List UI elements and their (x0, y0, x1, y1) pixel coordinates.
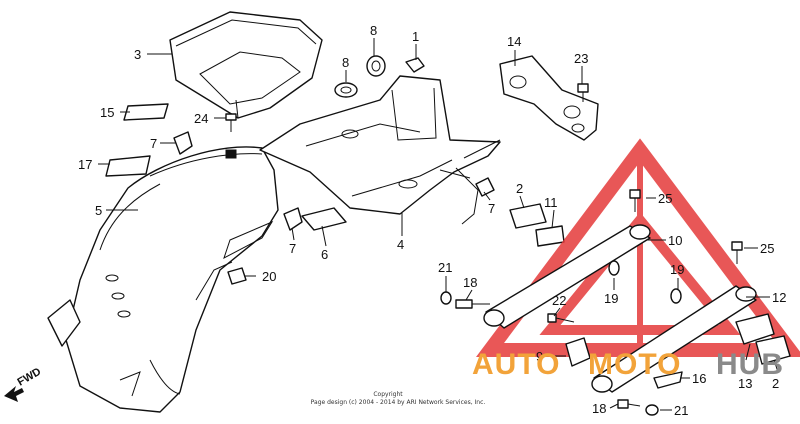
part-13-reflector (735, 313, 775, 345)
watermark-hub: HUB (716, 348, 784, 381)
callout-22: 22 (552, 293, 566, 308)
callout-18: 18 (463, 275, 477, 290)
part-21-nut-b (645, 404, 659, 416)
callout-24: 24 (194, 111, 208, 126)
callout-7: 7 (289, 241, 296, 256)
callout-23: 23 (574, 51, 588, 66)
callout-8: 8 (342, 55, 349, 70)
callout-7: 7 (150, 136, 157, 151)
callout-2: 2 (772, 376, 779, 391)
part-19-collar-a (608, 260, 620, 276)
callout-19: 19 (604, 291, 618, 306)
leader-lines (98, 38, 779, 411)
copyright-line-2: Page design (c) 2004 - 2014 by ARI Netwo… (311, 399, 486, 406)
fwd-arrow-icon (4, 386, 24, 402)
callout-8: 8 (370, 23, 377, 38)
watermark-brand: AUTO MOTO HUB (472, 348, 784, 381)
part-9-bushing (565, 337, 591, 367)
part-12-rail (591, 285, 757, 393)
part-10-rail (483, 224, 651, 329)
part-15-pad (123, 103, 169, 121)
callout-3: 3 (134, 47, 141, 62)
callout-15: 15 (100, 105, 114, 120)
watermark-auto: AUTO (472, 348, 560, 381)
callout-17: 17 (78, 157, 92, 172)
part-6-plate (301, 207, 347, 231)
part-25-bolt-b (731, 241, 743, 264)
callout-1: 1 (412, 29, 419, 44)
part-5-rear-fender (47, 146, 279, 413)
callout-11: 11 (544, 195, 558, 210)
part-3-tray (169, 11, 323, 119)
callout-7: 7 (488, 201, 495, 216)
copyright-line-1: Copyright (373, 391, 403, 398)
callout-18: 18 (592, 401, 606, 416)
part-11-reflector (535, 225, 565, 247)
part-20-nut (227, 267, 247, 285)
part-7-clip-c (475, 177, 495, 197)
part-14-bracket-plate (499, 55, 599, 141)
watermark-moto: MOTO (588, 348, 681, 381)
fwd-label: FWD (16, 366, 44, 389)
part-1-nut (405, 57, 425, 73)
callout-20: 20 (262, 269, 276, 284)
part-16-strap (653, 371, 683, 389)
forward-direction-indicator: FWD (4, 366, 43, 402)
part-8-grommets (334, 55, 386, 98)
part-7-clip-a (173, 131, 193, 155)
part-19-collar-b (670, 288, 682, 304)
callout-6: 6 (321, 247, 328, 262)
part-24-bolt (225, 113, 237, 132)
callout-16: 16 (692, 371, 706, 386)
part-2-pad-bottom (755, 335, 791, 365)
callout-21: 21 (674, 403, 688, 418)
part-18-bolt-b (617, 399, 641, 409)
callout-21: 21 (438, 260, 452, 275)
part-25-bolt-a (629, 189, 641, 212)
callout-12: 12 (772, 290, 786, 305)
part-2-pad-top (509, 203, 547, 229)
part-21-nut-a (440, 291, 452, 305)
part-4-frame-bracket (259, 75, 501, 225)
callout-13: 13 (738, 376, 752, 391)
callout-labels: 3 1 8 8 14 23 15 24 7 17 5 7 6 20 4 7 2 … (78, 23, 786, 418)
callout-10: 10 (668, 233, 682, 248)
callout-19: 19 (670, 262, 684, 277)
part-7-clip-b (283, 207, 303, 231)
callout-4: 4 (397, 237, 404, 252)
part-18-bolt-a (455, 299, 490, 309)
part-23-bolt (577, 83, 589, 102)
part-17-pad (105, 155, 151, 177)
callout-9: 9 (536, 349, 543, 364)
callout-25: 25 (760, 241, 774, 256)
callout-2: 2 (516, 181, 523, 196)
callout-25: 25 (658, 191, 672, 206)
part-22-bolt (547, 313, 575, 323)
callout-5: 5 (95, 203, 102, 218)
callout-14: 14 (507, 34, 521, 49)
